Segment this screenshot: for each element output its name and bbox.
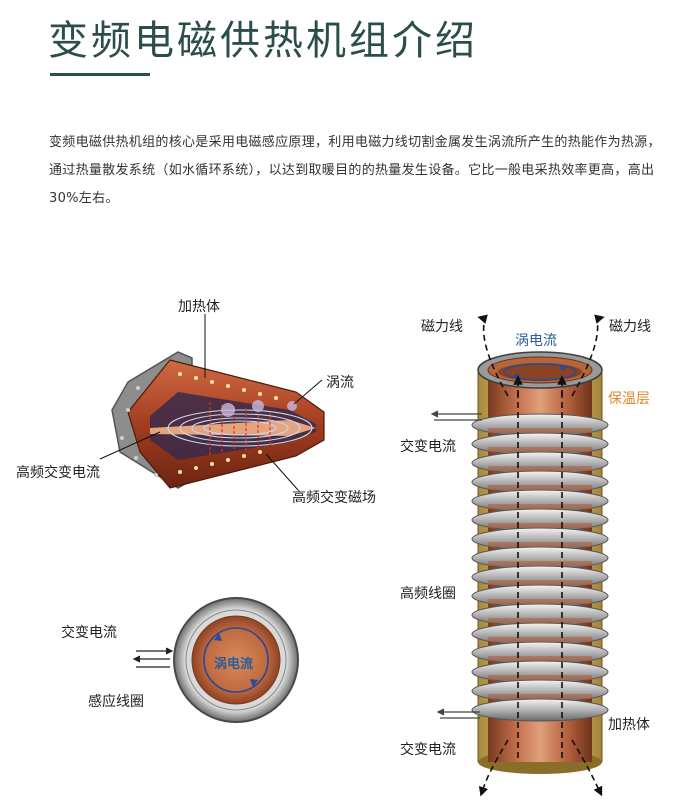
- hf-field-label: 高频交变磁场: [292, 490, 376, 506]
- field-leader: [265, 453, 299, 491]
- hf-current-label: 高频交变电流: [16, 465, 100, 481]
- coil-leads: [430, 410, 482, 719]
- current-arrows: [132, 647, 174, 668]
- eddy-current-loop: [503, 363, 577, 381]
- hf-coil-label: 高频线圈: [400, 586, 456, 602]
- eddy-loop: [203, 627, 269, 693]
- insulation-label: 保温层: [608, 391, 650, 407]
- eddy-current-label: 涡电流: [515, 333, 557, 349]
- heater-body-label: 加热体: [608, 717, 650, 733]
- heater-label: 加热体: [178, 299, 220, 315]
- flux-label-left: 磁力线: [421, 319, 463, 335]
- magnetic-field-lines: [167, 409, 313, 447]
- ac-current-bottom-label: 交变电流: [400, 742, 456, 758]
- eddy-label: 涡流: [326, 375, 354, 391]
- ac-current-label: 交变电流: [61, 625, 117, 641]
- title-underline: [50, 73, 150, 76]
- coil-lines: [209, 402, 271, 456]
- magnetic-flux-lines: [477, 314, 605, 797]
- intro-paragraph: 变频电磁供热机组的核心是采用电磁感应原理，利用电磁力线切割金属发生涡流所产生的热…: [49, 135, 661, 206]
- induction-coil-label: 感应线圈: [88, 694, 144, 710]
- copper-core: [191, 615, 281, 705]
- disc-eddy-label: 涡电流: [214, 657, 254, 672]
- page-title: 变频电磁供热机组介绍: [48, 18, 478, 64]
- ac-current-top-label: 交变电流: [400, 439, 456, 455]
- copper-lining: [150, 420, 316, 436]
- heater-cutaway: [99, 314, 325, 491]
- flux-label-right: 磁力线: [609, 319, 651, 335]
- vertical-coil-heater: [430, 314, 609, 797]
- eddy-leader: [293, 379, 323, 405]
- current-leader: [99, 431, 161, 460]
- coil-cross-section: [132, 597, 299, 723]
